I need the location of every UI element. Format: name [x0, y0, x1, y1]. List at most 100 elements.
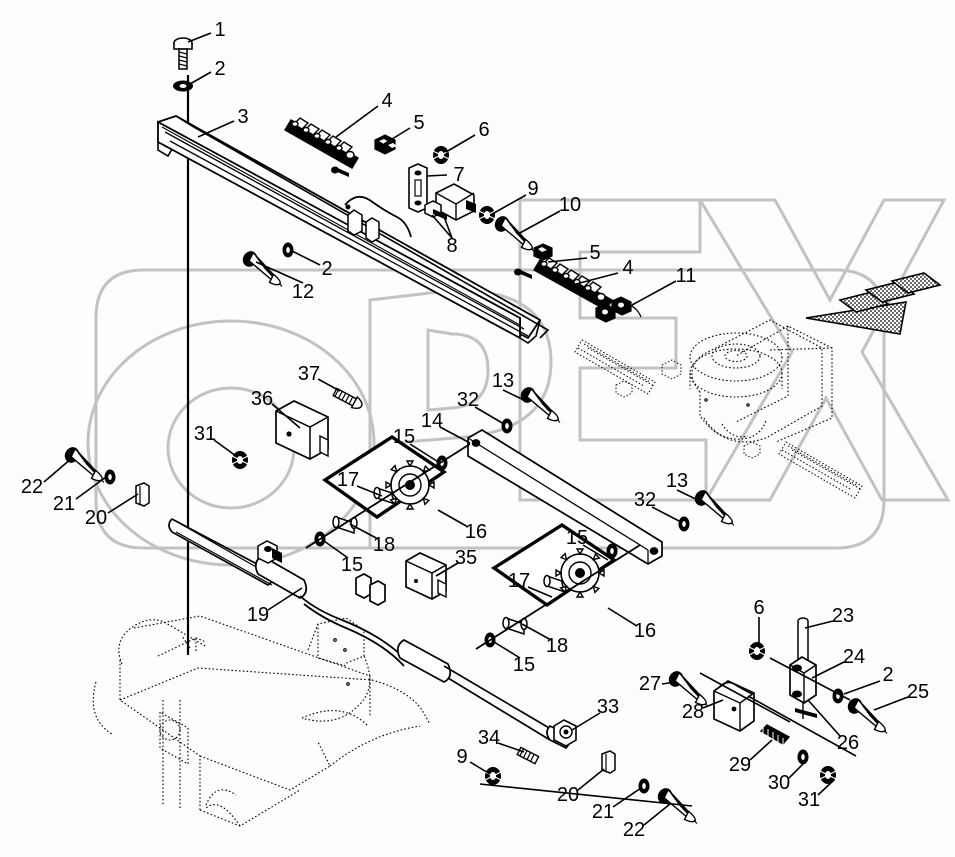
callout-number-24: 24 [842, 646, 866, 668]
part-26-shim [795, 708, 817, 718]
part-22-bolt-bottom [652, 784, 706, 827]
part-13-bolt-lower [689, 486, 743, 529]
part-36-housing [275, 400, 329, 460]
callout-number-20: 20 [556, 784, 580, 806]
callout-number-30: 30 [767, 772, 791, 794]
part-21-washer-left [104, 469, 116, 485]
callout-number-2: 2 [214, 58, 226, 80]
part-19-drive-shaft [168, 517, 570, 750]
part-16-plate-upper [321, 434, 448, 520]
callout-number-21: 21 [52, 493, 76, 515]
part-32-washer-upper [501, 418, 513, 434]
part-33-collar [553, 719, 577, 747]
part-2-washer [173, 80, 193, 92]
ghost-auger-right [743, 441, 863, 499]
callout-number-10: 10 [558, 194, 582, 216]
part-30-washer-right [797, 749, 809, 765]
callout-number-4: 4 [622, 257, 634, 279]
part-29-spring-sleeve [759, 724, 791, 750]
callout-number-22: 22 [622, 819, 646, 841]
part-5-pin-lower [514, 268, 532, 279]
ghost-machine-assembly [689, 319, 833, 443]
callout-number-5: 5 [589, 242, 601, 264]
callout-number-15: 15 [565, 527, 589, 549]
callout-number-36: 36 [250, 388, 274, 410]
part-32-washer-lower [678, 516, 690, 532]
callout-number-31: 31 [797, 789, 821, 811]
callout-number-3: 3 [237, 106, 249, 128]
part-34-screw [516, 746, 540, 765]
callout-number-18: 18 [372, 534, 396, 556]
callout-number-8: 8 [446, 235, 458, 257]
part-35-box [405, 552, 447, 600]
callout-number-17: 17 [336, 469, 360, 491]
ghost-auger-left [574, 339, 682, 398]
part-15-washer-upper-a [436, 455, 448, 471]
part-3-rail [156, 115, 550, 344]
callout-number-20: 20 [84, 507, 108, 529]
part-31-nut-left [231, 450, 249, 470]
part-upper-sprocket [385, 460, 435, 510]
callout-number-17: 17 [507, 570, 531, 592]
callout-number-35: 35 [454, 547, 478, 569]
callout-number-6: 6 [753, 597, 765, 619]
callout-number-2: 2 [321, 258, 333, 280]
part-5-pin-upper [331, 166, 349, 177]
watermark-opex [86, 198, 951, 567]
part-20-key-bottom [601, 750, 616, 774]
callout-number-2: 2 [882, 664, 894, 686]
part-5-connector-link-lower [533, 243, 553, 261]
callout-number-29: 29 [728, 754, 752, 776]
callout-number-7: 7 [453, 164, 465, 186]
callout-number-19: 19 [246, 604, 270, 626]
direction-arrow [805, 272, 942, 335]
callout-number-21: 21 [591, 801, 615, 823]
callout-number-18: 18 [545, 635, 569, 657]
part-4-chain-lower [533, 257, 613, 311]
callout-number-32: 32 [633, 489, 657, 511]
part-24-lever [789, 656, 817, 704]
part-9-nut-bottom [484, 766, 502, 786]
callout-number-32: 32 [456, 389, 480, 411]
callout-number-13: 13 [491, 370, 515, 392]
callout-number-5: 5 [413, 112, 425, 134]
callout-number-31: 31 [193, 423, 217, 445]
callout-leader-lines [43, 32, 909, 826]
callout-number-15: 15 [340, 554, 364, 576]
callout-number-16: 16 [464, 521, 488, 543]
callout-number-34: 34 [477, 727, 501, 749]
part-6-nut [432, 145, 450, 165]
callout-number-28: 28 [681, 701, 705, 723]
part-37-screw [332, 387, 363, 410]
callout-number-37: 37 [297, 363, 321, 385]
part-4-chain-upper [284, 117, 359, 169]
part-12-bolt [237, 247, 291, 290]
part-6-nut-right [748, 641, 766, 661]
callout-number-26: 26 [836, 732, 860, 754]
callout-number-22: 22 [20, 476, 44, 498]
callout-number-23: 23 [831, 605, 855, 627]
callout-number-14: 14 [420, 410, 444, 432]
part-15-washer-lower-a [606, 543, 618, 559]
callout-number-16: 16 [633, 620, 657, 642]
shaft-coupler [257, 540, 282, 564]
callout-number-33: 33 [596, 696, 620, 718]
callout-number-11: 11 [675, 265, 697, 287]
part-9-nut [478, 205, 496, 225]
callout-number-13: 13 [665, 470, 689, 492]
callout-number-12: 12 [291, 281, 315, 303]
part-8-bracket-assembly [424, 183, 476, 221]
callout-number-25: 25 [906, 681, 930, 703]
callout-number-6: 6 [478, 119, 490, 141]
part-25-bolt-right [842, 694, 896, 737]
callout-number-1: 1 [214, 19, 226, 41]
part-20-key-left [135, 482, 150, 507]
part-2-washer-rail [282, 242, 294, 258]
callout-number-9: 9 [527, 178, 539, 200]
ghost-frame-bottom-left [92, 615, 431, 827]
callout-number-15: 15 [392, 426, 416, 448]
callout-number-4: 4 [381, 90, 393, 112]
callout-number-15: 15 [512, 654, 536, 676]
part-1-bolt [173, 37, 193, 70]
